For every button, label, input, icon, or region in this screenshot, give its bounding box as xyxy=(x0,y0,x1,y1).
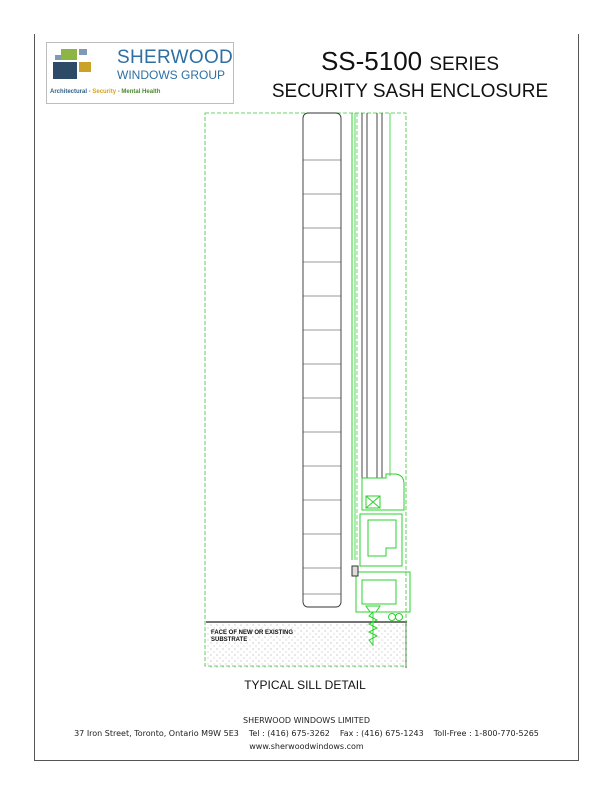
substrate-note-line1: FACE OF NEW OR EXISTING xyxy=(211,630,293,636)
footer-contact-line: 37 Iron Street, Toronto, Ontario M9W 5E3… xyxy=(34,727,579,740)
security-bar-stack xyxy=(302,112,342,608)
sill-inner-cavity xyxy=(367,519,397,557)
sill-extrusion xyxy=(351,473,411,621)
substrate-note-line2: SUBSTRATE xyxy=(211,637,247,643)
footer-website[interactable]: www.sherwoodwindows.com xyxy=(249,742,364,751)
glazing-lines xyxy=(351,113,391,560)
title-subtitle: SECURITY SASH ENCLOSURE xyxy=(271,81,549,102)
footer-tel: Tel : (416) 675-3262 xyxy=(248,729,330,738)
setting-block xyxy=(365,495,381,509)
logo-blocks-icon xyxy=(53,49,91,79)
enclosure-outline xyxy=(204,112,407,667)
screw-thread xyxy=(367,611,379,646)
page-border-bottom xyxy=(34,760,579,761)
footer-fax: Fax : (416) 675-1243 xyxy=(339,729,424,738)
sill-main-profile xyxy=(359,513,403,567)
tagline-separator: - xyxy=(116,89,122,95)
sill-base-profile xyxy=(355,571,411,613)
tagline-security: Security xyxy=(92,89,117,95)
gasket xyxy=(351,565,359,577)
anchor-screw xyxy=(365,605,381,646)
page-border-right xyxy=(578,34,579,760)
tagline-architectural: Architectural xyxy=(50,89,88,95)
screw-head xyxy=(365,605,381,613)
logo-block-gold xyxy=(79,62,91,72)
footer-company: SHERWOOD WINDOWS LIMITED xyxy=(242,716,370,725)
logo-block-navy xyxy=(53,62,77,79)
footer-tollfree: Toll-Free : 1-800-770-5265 xyxy=(433,729,539,738)
title-model: SS-5100 xyxy=(320,46,423,76)
title-series-word: SERIES xyxy=(429,54,500,75)
sill-upper-profile xyxy=(361,473,405,511)
tagline-mental-health: Mental Health xyxy=(121,89,161,95)
footer-address: 37 Iron Street, Toronto, Ontario M9W 5E3 xyxy=(74,729,239,738)
drawing-caption: TYPICAL SILL DETAIL xyxy=(244,678,366,692)
weep-seal xyxy=(388,613,396,621)
tagline-separator: - xyxy=(87,89,93,95)
bar-stack-outline xyxy=(302,112,342,608)
logo-block-small xyxy=(55,55,61,60)
logo-tagline: Architectural - Security - Mental Health xyxy=(50,89,160,95)
logo-block-green xyxy=(61,49,77,60)
logo-company-name: SHERWOOD xyxy=(117,47,234,68)
weep-seal xyxy=(395,613,403,621)
logo-company-subname: WINDOWS GROUP xyxy=(117,68,225,82)
sill-base-inner xyxy=(361,579,397,605)
title-model-line: SS-5100 SERIES xyxy=(240,46,580,80)
document-title: SS-5100 SERIES SECURITY SASH ENCLOSURE xyxy=(240,46,580,103)
page-border-left xyxy=(34,34,35,760)
page-footer: SHERWOOD WINDOWS LIMITED 37 Iron Street,… xyxy=(34,714,579,753)
setting-block-x xyxy=(365,495,381,509)
logo-block-bluegrey xyxy=(79,49,87,55)
company-logo: SHERWOOD WINDOWS GROUP Architectural - S… xyxy=(46,42,234,104)
